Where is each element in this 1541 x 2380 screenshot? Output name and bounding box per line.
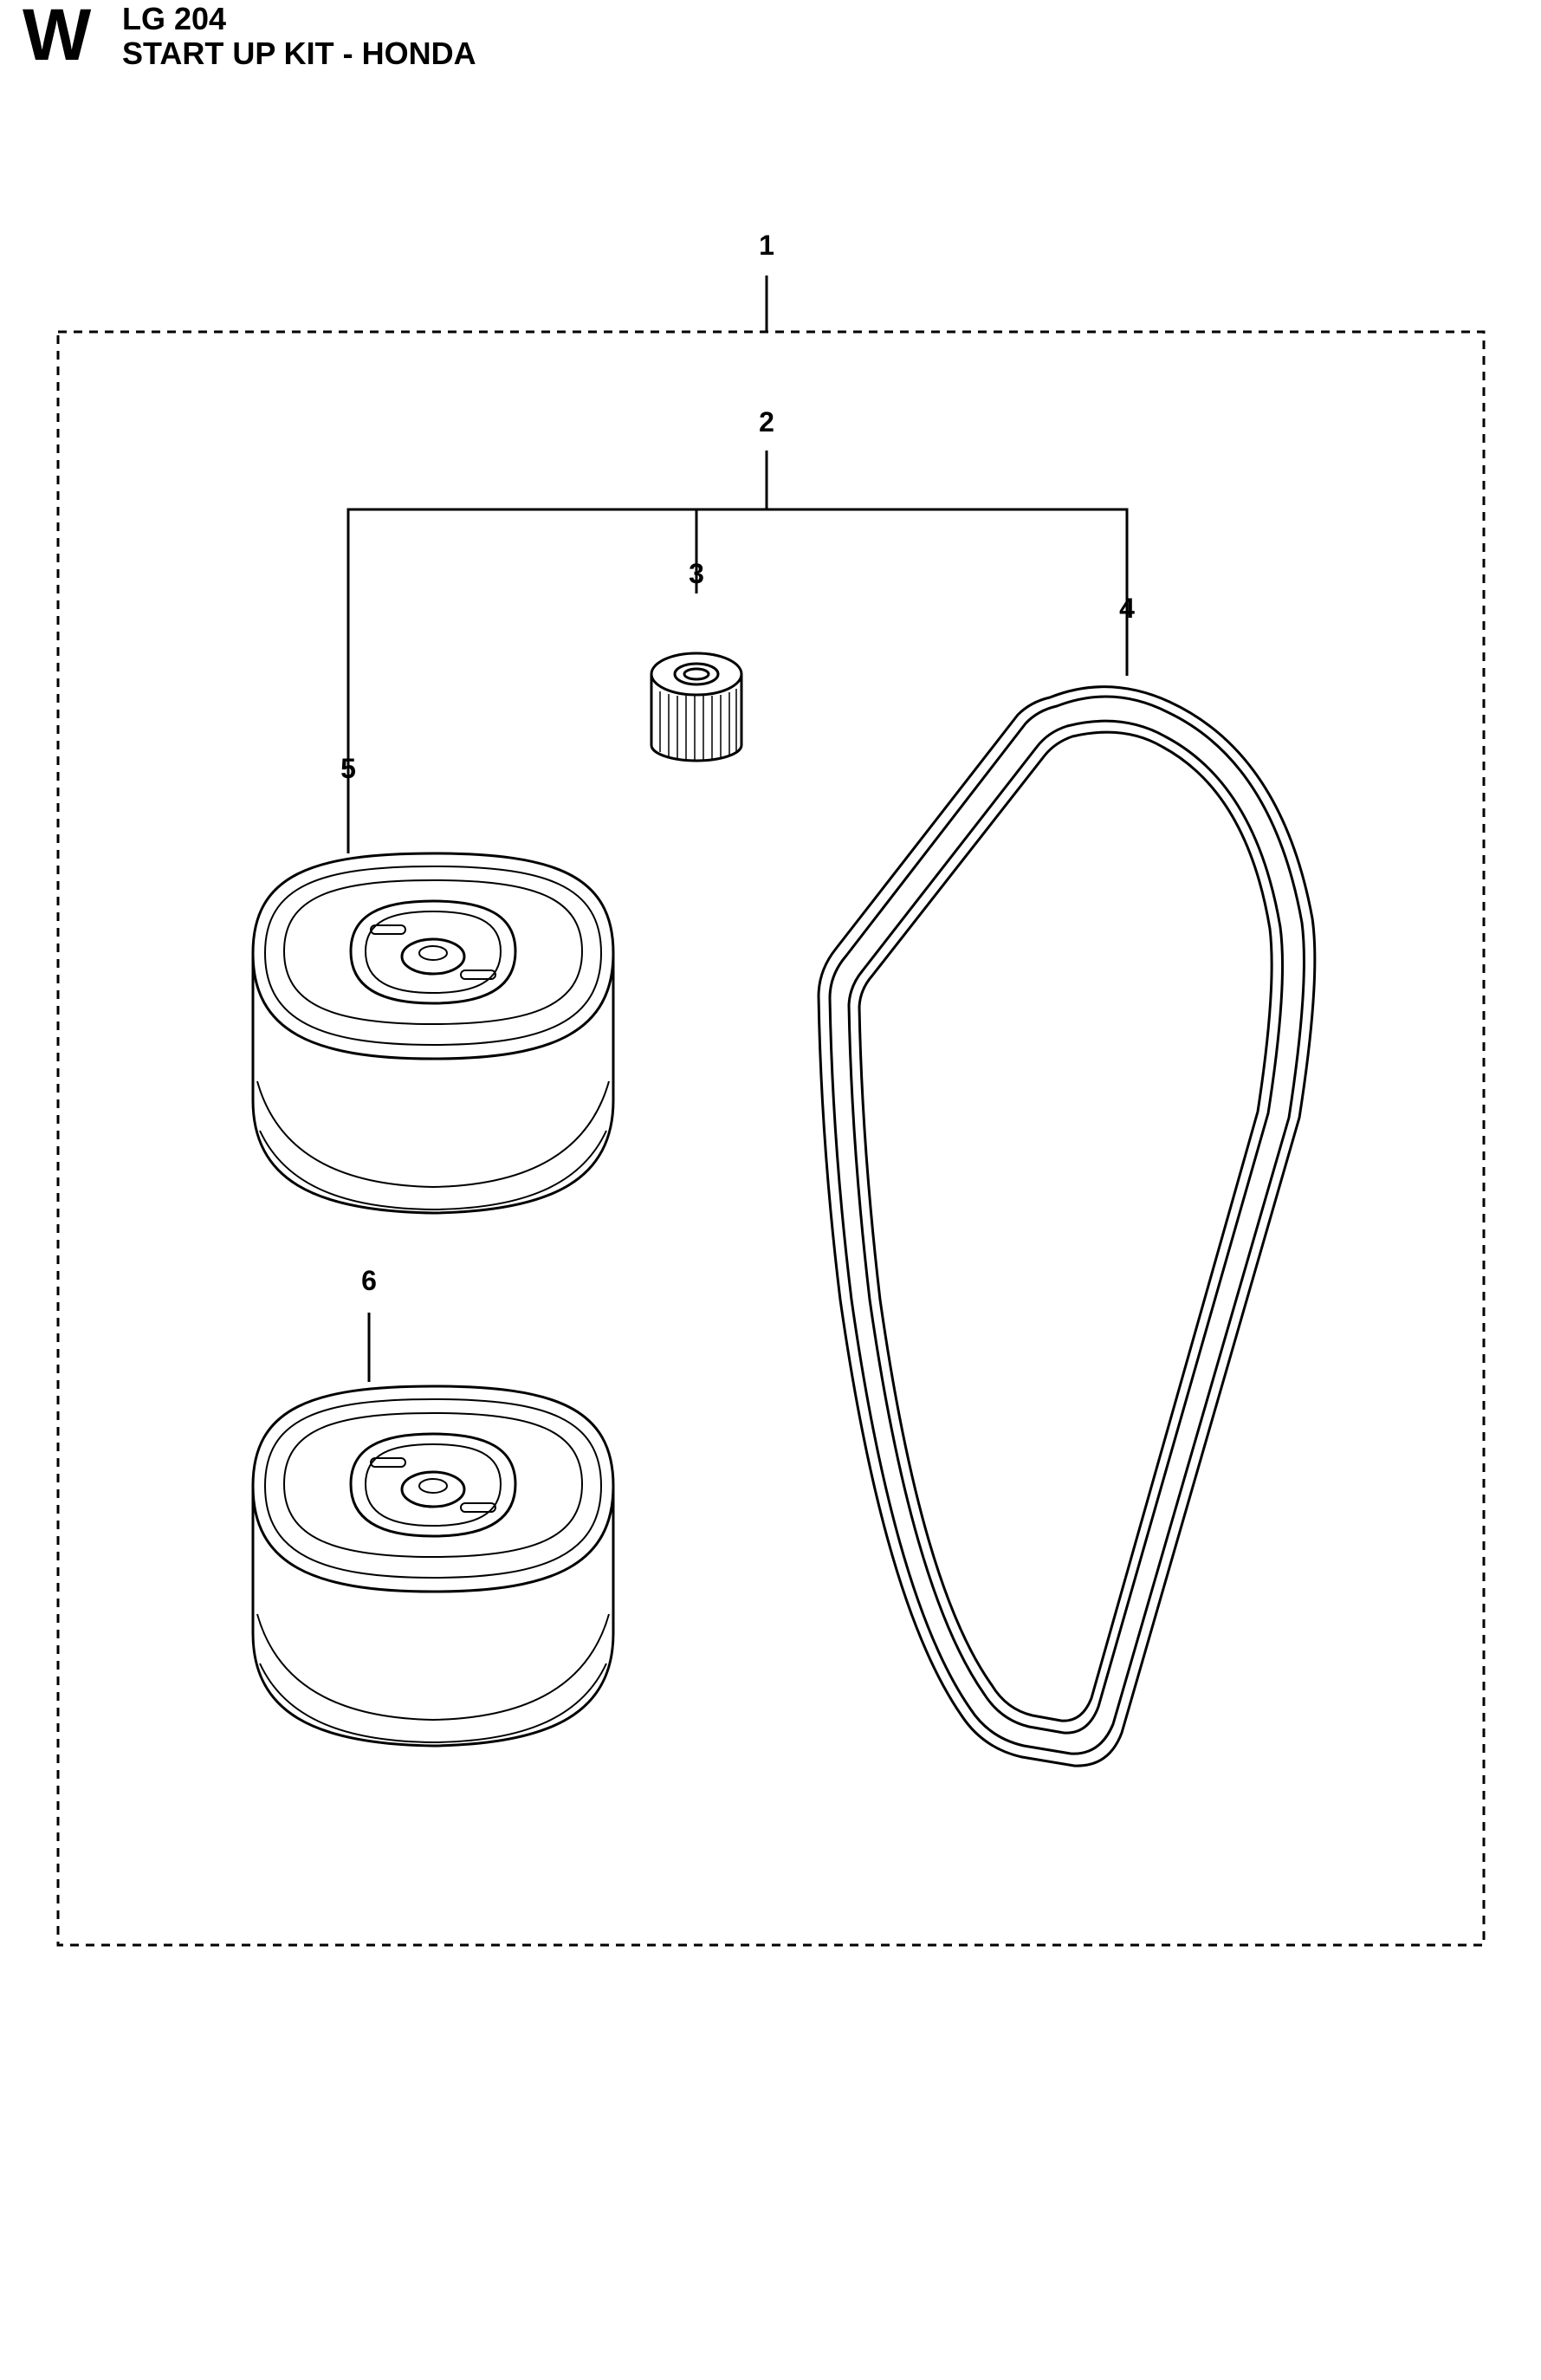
leader-lines xyxy=(346,276,1129,1382)
fuel-filter-illustration xyxy=(650,652,743,762)
callout-6: 6 xyxy=(361,1265,377,1296)
callout-2: 2 xyxy=(759,406,774,438)
callout-1: 1 xyxy=(759,230,774,261)
air-filter-upper-illustration xyxy=(251,852,615,1215)
section-letter: W xyxy=(23,0,92,75)
drive-belt-illustration xyxy=(817,685,1317,1767)
page-title: START UP KIT - HONDA xyxy=(122,36,476,71)
model-name: LG 204 xyxy=(122,1,227,36)
air-filter-lower-illustration xyxy=(251,1385,615,1748)
callout-5: 5 xyxy=(340,753,356,784)
callout-4: 4 xyxy=(1119,593,1135,624)
kit-boundary xyxy=(56,330,1486,1947)
callout-3: 3 xyxy=(689,558,704,589)
